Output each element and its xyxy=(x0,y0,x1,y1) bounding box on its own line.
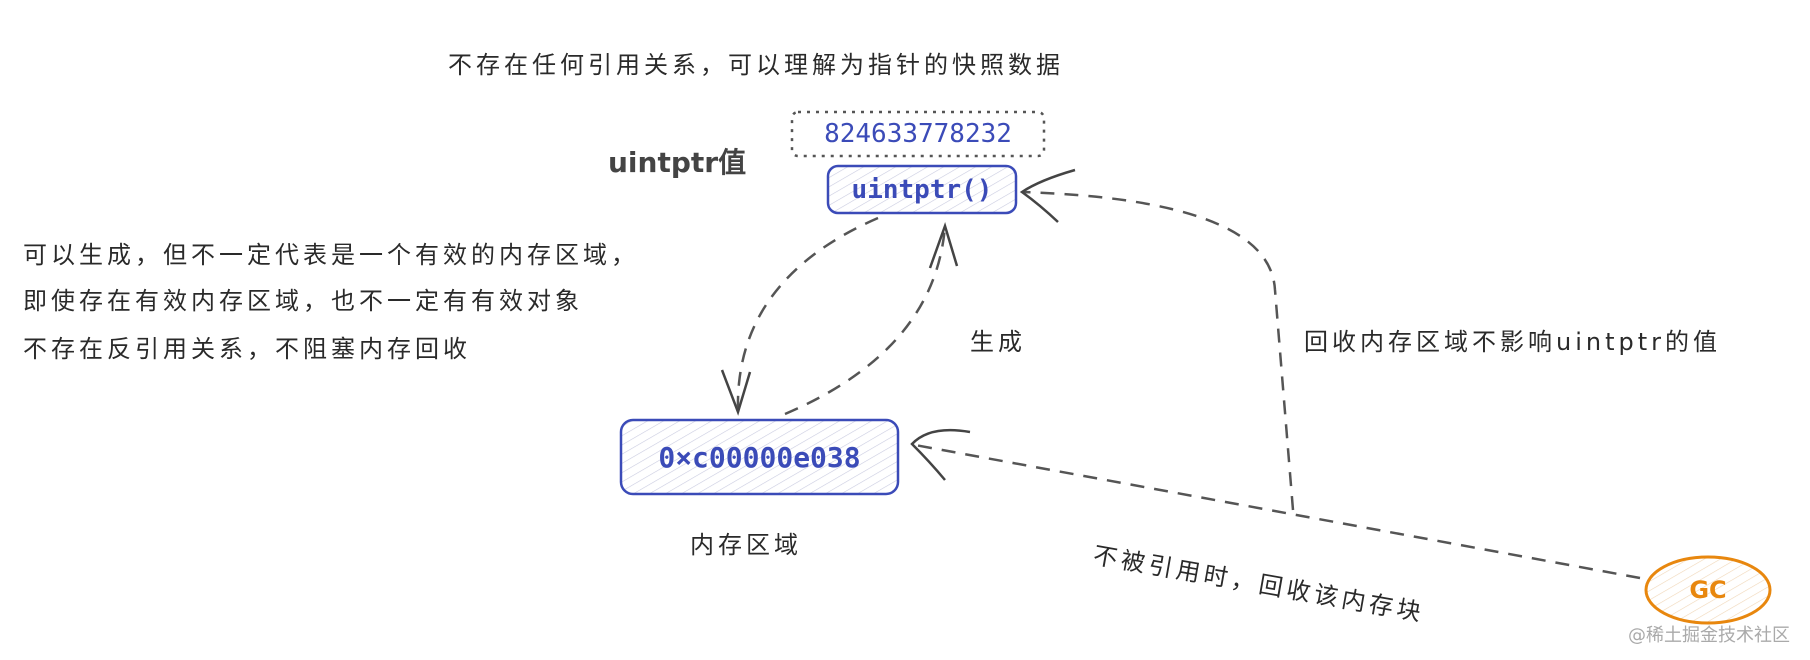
uintptr-func: uintptr() xyxy=(851,174,993,205)
gc-label: GC xyxy=(1689,576,1727,604)
arrow-gc-to-memory xyxy=(914,443,1641,580)
arrow-memory-to-uintptr xyxy=(784,225,947,416)
left-note-2: 即使存在有效内存区域，也不一定有有效对象 xyxy=(23,287,583,315)
left-note-1: 可以生成，但不一定代表是一个有效的内存区域， xyxy=(23,241,639,269)
memory-box xyxy=(619,418,900,496)
arrowhead-up xyxy=(928,221,959,269)
left-note-3: 不存在反引用关系，不阻塞内存回收 xyxy=(23,335,471,363)
gc-ellipse xyxy=(1644,555,1772,625)
arrowhead-down xyxy=(720,369,752,416)
top-note: 不存在任何引用关系，可以理解为指针的快照数据 xyxy=(448,51,1064,79)
memory-region-label: 内存区域 xyxy=(690,531,802,559)
uintptr-func-box xyxy=(826,164,1018,215)
uintptr-value-label: uintptr值 xyxy=(608,146,747,179)
arrow-uintptr-to-memory xyxy=(736,216,879,411)
arrow-recycle-to-uintptr xyxy=(1021,190,1295,511)
generate-label: 生成 xyxy=(970,328,1026,356)
arrowhead-left-uintptr xyxy=(1019,168,1076,223)
memory-address: 0×c00000e038 xyxy=(658,440,861,474)
arrowhead-left-memory xyxy=(910,428,971,481)
uintptr-value: 824633778232 xyxy=(824,119,1012,149)
right-note: 回收内存区域不影响uintptr的值 xyxy=(1304,328,1722,356)
uintptr-value-box xyxy=(790,110,1046,158)
watermark: @稀土掘金技术社区 xyxy=(1628,625,1790,646)
